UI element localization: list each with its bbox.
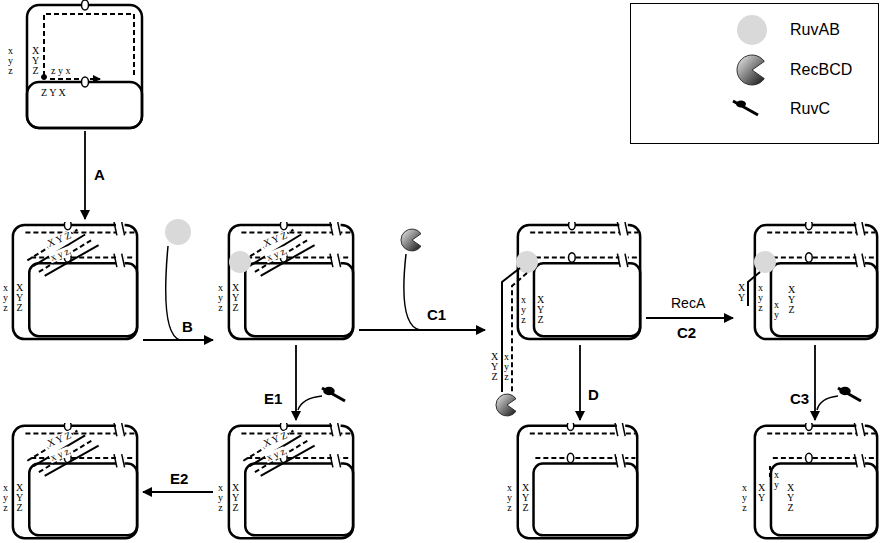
step-label: C3 (788, 390, 811, 407)
gene-marker-label: x y z (218, 283, 223, 313)
gene-marker-label: X Y Z (261, 230, 290, 249)
gene-marker-label: x y z (3, 483, 8, 513)
step-arrow (814, 345, 816, 420)
gene-marker-label: x y z (8, 46, 13, 76)
step-arrow (646, 317, 733, 319)
enzyme-label: RecA (669, 295, 707, 311)
gene-marker-label: z y x (50, 66, 71, 76)
gene-marker-label: x y (774, 470, 779, 490)
gene-marker-label: x y z (758, 283, 763, 313)
legend-text: RuvC (790, 100, 830, 118)
gene-marker-label: Z Y X (40, 88, 67, 98)
step-arrow (84, 131, 86, 219)
step-label: C1 (425, 306, 448, 323)
gene-marker-label: X Y Z (522, 483, 529, 513)
chromosome-drawing (27, 0, 142, 128)
step-arrow (143, 491, 213, 493)
chromosome-drawing (13, 220, 877, 416)
chromosome-drawing (13, 421, 877, 538)
step-arrow (295, 345, 297, 420)
gene-marker-label: X Y Z (32, 46, 39, 76)
gene-marker-label: X Y Z (232, 483, 239, 513)
chromosome-panel: x y zX Y Zz y xZ Y X (27, 5, 142, 128)
chromosome-panel: X Yx y zx yX Y Z (736, 222, 880, 342)
legend-swatch (737, 15, 767, 45)
step-label: E1 (262, 390, 284, 407)
step-label: D (586, 386, 601, 403)
gene-marker-label: X Y Z (16, 283, 23, 313)
gene-marker-label: x y z (264, 246, 288, 263)
gene-marker-label: x y z (48, 246, 72, 263)
step-label: A (92, 166, 107, 183)
gene-marker-label: X Y (738, 283, 745, 303)
gene-marker-label: X Y (758, 483, 765, 503)
chromosome-panel: x y zX Y Z (503, 423, 640, 541)
chromosome-panel: x y zX Yx yX Y Z (740, 423, 880, 541)
gene-marker-label: X Y Z (261, 430, 290, 449)
legend-text: RecBCD (790, 61, 852, 79)
legend-text: RuvAB (790, 21, 840, 39)
gene-marker-label: X Y Z (788, 285, 795, 315)
gene-marker-label: x y z (521, 295, 526, 325)
gene-marker-label: x y z (507, 483, 512, 513)
gene-marker-label: x y z (218, 483, 223, 513)
gene-marker-label: X Y Z (491, 352, 498, 382)
gene-marker-label: x y z (504, 352, 509, 382)
chromosome-panel: X Y Zx y zx y zX Y Z (216, 222, 356, 342)
chromosome-panel: X Y Zx y zx y zX Y Z (3, 222, 140, 342)
gene-marker-label: x y z (742, 483, 747, 513)
gene-marker-label: x y z (48, 446, 72, 463)
gene-marker-label: X Y Z (45, 430, 74, 449)
chromosome-panel: X Y Zx y zx y zX Y Z (488, 222, 643, 342)
gene-marker-label: X Y Z (787, 483, 794, 513)
step-label: B (180, 318, 195, 335)
gene-marker-label: x y (774, 300, 779, 320)
gene-marker-label: X Y Z (232, 283, 239, 313)
step-arrow (579, 345, 581, 420)
enzyme-entry (165, 219, 861, 410)
gene-marker-label: X Y Z (537, 295, 544, 325)
legend-sample (733, 55, 764, 115)
gene-marker-label: x y z (264, 446, 288, 463)
gene-marker-label: x y z (3, 283, 8, 313)
step-arrow (143, 339, 213, 341)
gene-marker-label: X Y Z (45, 230, 74, 249)
gene-marker-label: X Y Z (16, 483, 23, 513)
chromosome-panel: X Y Zx y zx y zX Y Z (216, 423, 356, 541)
step-arrow (359, 329, 485, 331)
chromosome-panel: X Y Zx y zx y zX Y Z (3, 423, 140, 541)
step-label: C2 (675, 324, 698, 341)
step-label: E2 (168, 470, 190, 487)
